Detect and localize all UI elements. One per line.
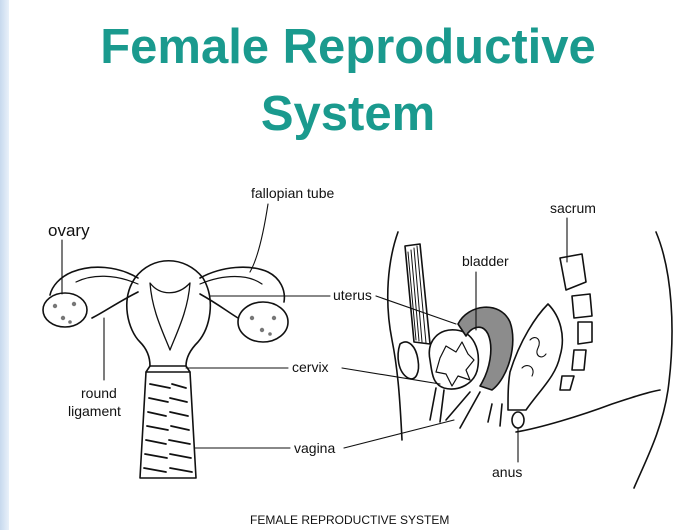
ovary-right	[238, 302, 288, 342]
pubic-bone	[398, 342, 418, 379]
label-ovary: ovary	[48, 221, 90, 240]
round-ligament-left	[92, 292, 138, 318]
uterus-shape	[127, 261, 210, 366]
label-anus: anus	[492, 464, 522, 480]
uterus-sagittal	[458, 307, 513, 390]
sacrum-vertebra-4	[572, 350, 586, 370]
cervix-shape	[146, 366, 190, 372]
front-body-outline	[388, 232, 402, 440]
sacrum-vertebra-5	[560, 376, 574, 390]
fallopian-tube-right	[200, 267, 284, 302]
label-uterus: uterus	[333, 287, 372, 303]
sacrum-vertebra-2	[572, 294, 592, 318]
sagittal-view	[388, 232, 672, 488]
bladder-shape	[429, 330, 478, 389]
diagram-caption: FEMALE REPRODUCTIVE SYSTEM	[250, 513, 449, 527]
label-sacrum: sacrum	[550, 200, 596, 216]
fallopian-tube-left-inner	[76, 276, 138, 284]
fallopian-tube-right-inner	[200, 277, 262, 285]
label-round-ligament-line-2: ligament	[68, 403, 121, 419]
muscle-fibres	[408, 246, 426, 343]
uterus-frontal-view	[43, 261, 288, 478]
sacrum-vertebra-1	[560, 254, 586, 290]
label-round-ligament-line-1: round	[81, 385, 117, 401]
fallopian-tube-left	[50, 267, 138, 295]
urethra	[430, 388, 444, 422]
vagina-canal	[446, 392, 480, 428]
label-cervix: cervix	[292, 359, 329, 375]
back-outline	[634, 232, 672, 488]
round-ligament-right	[200, 294, 238, 318]
sacrum-vertebra-3	[578, 322, 592, 344]
vaginal-rugae	[144, 384, 192, 472]
perineum-outline	[516, 390, 660, 432]
label-bladder: bladder	[462, 253, 509, 269]
label-vagina: vagina	[294, 440, 335, 456]
uterine-cavity	[150, 283, 190, 350]
label-fallopian-tube: fallopian tube	[251, 185, 335, 201]
anus-shape	[512, 412, 524, 428]
bladder-lining	[436, 342, 474, 386]
rectum-shape	[508, 304, 562, 410]
ovary-left	[43, 293, 87, 327]
